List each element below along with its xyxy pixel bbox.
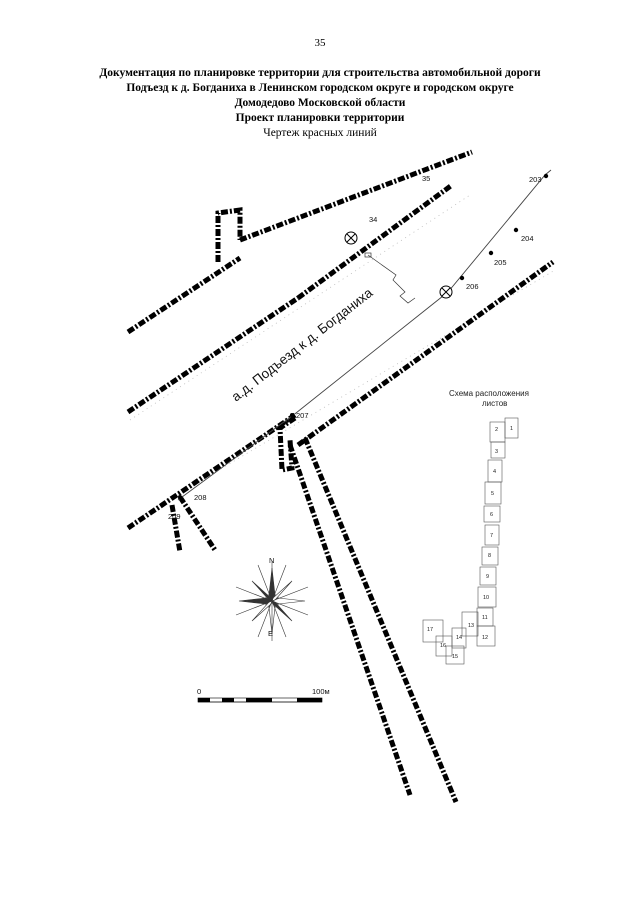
point-205 bbox=[488, 250, 494, 256]
axis-points bbox=[178, 173, 549, 499]
label-34: 34 bbox=[369, 215, 377, 224]
scale-end-label: 100м bbox=[312, 687, 330, 696]
title-line-2: Подъезд к д. Богданиха в Ленинском город… bbox=[126, 82, 514, 94]
point-204 bbox=[513, 227, 519, 233]
title-line-3: Домодедово Московской области bbox=[234, 97, 406, 109]
label-206: 206 bbox=[466, 282, 479, 291]
label-35: 35 bbox=[422, 174, 430, 183]
scale-start-label: 0 bbox=[197, 687, 201, 696]
sheet-scheme-title-2: листов bbox=[482, 399, 507, 408]
red-line-north-2 bbox=[239, 149, 473, 243]
sheet-16: 16 bbox=[440, 643, 446, 649]
corridor-boundary bbox=[129, 194, 556, 521]
sheet-9: 9 bbox=[486, 574, 489, 580]
label-209: 209 bbox=[168, 512, 181, 521]
sheet-5: 5 bbox=[491, 491, 494, 497]
red-lines bbox=[126, 149, 555, 803]
point-203 bbox=[543, 173, 549, 179]
sheet-scheme bbox=[422, 417, 519, 665]
compass-rose-icon bbox=[235, 561, 309, 641]
point-208 bbox=[178, 495, 182, 499]
structure-outline bbox=[364, 252, 416, 304]
sheet-15: 15 bbox=[452, 654, 458, 660]
road-name-label: а.д. Подъезд к д. Богданиха bbox=[229, 285, 376, 405]
red-line-junction bbox=[277, 415, 297, 474]
sheet-13: 13 bbox=[468, 623, 474, 629]
compass-east-letter: E bbox=[268, 629, 273, 638]
sheet-1: 1 bbox=[510, 426, 513, 432]
title-line-4: Проект планировки территории bbox=[235, 112, 405, 124]
sheet-7: 7 bbox=[490, 533, 493, 539]
compass-north-letter: N bbox=[269, 556, 274, 565]
title-line-1: Документация по планировке территории дл… bbox=[99, 67, 541, 79]
sheet-10: 10 bbox=[483, 595, 489, 601]
red-line-sw-spur-2 bbox=[169, 504, 183, 553]
label-203: 203 bbox=[529, 175, 542, 184]
sheet-8: 8 bbox=[488, 553, 491, 559]
red-line-spur bbox=[215, 207, 243, 262]
red-line-sw-spur bbox=[177, 495, 218, 552]
label-205: 205 bbox=[494, 258, 507, 267]
label-204: 204 bbox=[521, 234, 534, 243]
sheet-3: 3 bbox=[495, 449, 498, 455]
sheet-2: 2 bbox=[495, 427, 498, 433]
page-number: 35 bbox=[314, 37, 326, 49]
sheet-12: 12 bbox=[482, 635, 488, 641]
scale-bar bbox=[197, 697, 323, 703]
red-line-north-4 bbox=[296, 182, 454, 301]
red-line-north-3 bbox=[126, 295, 300, 415]
sheet-17: 17 bbox=[427, 627, 433, 633]
red-line-north-1 bbox=[126, 255, 242, 335]
sheet-4: 4 bbox=[493, 469, 496, 475]
geodetic-markers bbox=[344, 231, 453, 299]
red-line-road-east bbox=[302, 437, 459, 803]
label-207: 207 bbox=[296, 411, 309, 420]
sheet-6: 6 bbox=[490, 512, 493, 518]
point-207 bbox=[290, 413, 294, 417]
red-line-south-1 bbox=[126, 412, 297, 531]
sheet-scheme-title-1: Схема расположения bbox=[449, 389, 529, 398]
red-line-road-west bbox=[287, 444, 413, 796]
document-title: Документация по планировке территории дл… bbox=[0, 66, 640, 140]
drawing-subtitle: Чертеж красных линий bbox=[263, 127, 377, 139]
point-206 bbox=[459, 275, 465, 281]
sheet-14: 14 bbox=[456, 635, 462, 641]
red-line-south-2 bbox=[296, 259, 555, 448]
label-208: 208 bbox=[194, 493, 207, 502]
sheet-11: 11 bbox=[482, 615, 488, 621]
